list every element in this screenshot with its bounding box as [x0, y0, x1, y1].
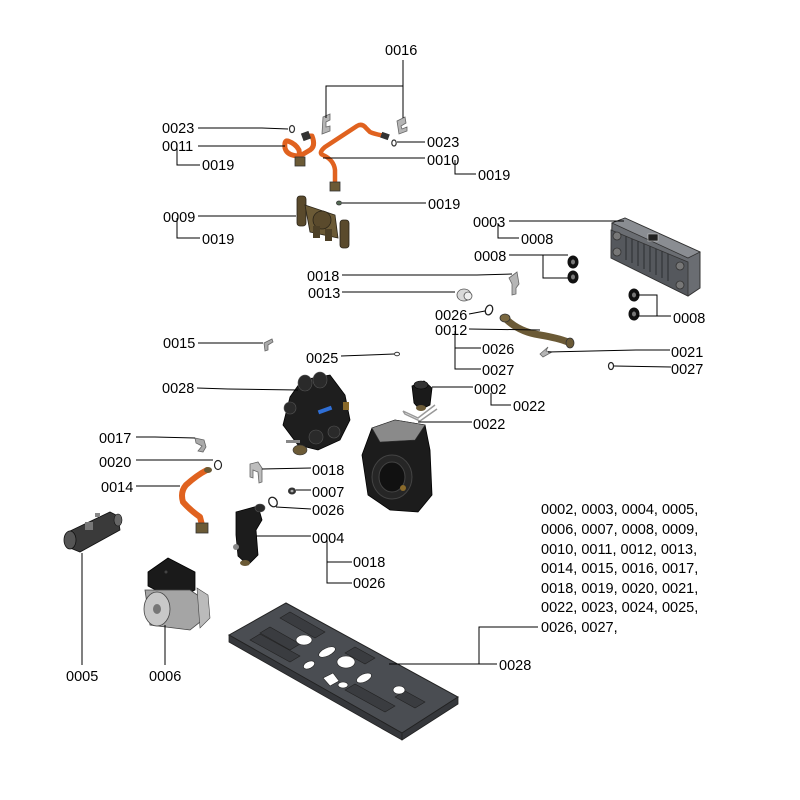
- o-ring-0023-right: [391, 139, 397, 147]
- washer-0007: [288, 487, 296, 495]
- wire-clip-0022: [402, 404, 438, 422]
- callout-labels: 0016 0023 0011 0019 0023 0010 0019 0019 …: [66, 43, 705, 685]
- o-ring-0026-middle: [268, 496, 278, 508]
- o-ring-0027: [607, 361, 615, 371]
- callout-0019[interactable]: 0019: [202, 158, 234, 174]
- callout-0026[interactable]: 0026: [353, 576, 385, 592]
- fitting-0013: [456, 288, 473, 302]
- callout-0011[interactable]: 0011: [162, 139, 193, 155]
- callout-0018[interactable]: 0018: [353, 555, 385, 571]
- pump-housing: [361, 419, 433, 513]
- parts-list-line: 0010, 0011, 0012, 0013,: [541, 542, 697, 558]
- callout-0023[interactable]: 0023: [427, 135, 459, 151]
- clip-0016-right: [396, 116, 408, 135]
- leader-lines: [81, 60, 672, 665]
- washer-0019: [336, 200, 342, 206]
- callout-0021[interactable]: 0021: [671, 345, 703, 361]
- callout-0019[interactable]: 0019: [202, 232, 234, 248]
- parts-list-line: 0018, 0019, 0020, 0021,: [541, 581, 698, 597]
- callout-0022[interactable]: 0022: [473, 417, 505, 433]
- callout-0013[interactable]: 0013: [308, 286, 340, 302]
- callout-0005[interactable]: 0005: [66, 669, 98, 685]
- parts-list-line: 0002, 0003, 0004, 0005,: [541, 502, 698, 518]
- callout-0027[interactable]: 0027: [671, 362, 703, 378]
- callout-0018[interactable]: 0018: [307, 269, 339, 285]
- parts-list-line: 0014, 0015, 0016, 0017,: [541, 561, 698, 577]
- callout-0010[interactable]: 0010: [427, 153, 459, 169]
- callout-0019[interactable]: 0019: [428, 197, 460, 213]
- clip-0018-top: [508, 271, 520, 296]
- callout-0026[interactable]: 0026: [435, 308, 467, 324]
- callout-0008[interactable]: 0008: [521, 232, 553, 248]
- clip-0015: [263, 338, 274, 352]
- fitting-0004: [233, 503, 266, 566]
- parts-list-line: 0022, 0023, 0024, 0025,: [541, 600, 698, 616]
- callout-0027[interactable]: 0027: [482, 363, 514, 379]
- copper-pipe-0010: [318, 122, 390, 192]
- callout-0014[interactable]: 0014: [101, 480, 133, 496]
- o-ring-0023-left: [288, 124, 296, 134]
- callout-0003[interactable]: 0003: [473, 215, 505, 231]
- callout-0028[interactable]: 0028: [162, 381, 194, 397]
- callout-0020[interactable]: 0020: [99, 455, 131, 471]
- plate-heat-exchanger-0003: [610, 217, 701, 297]
- callout-0008[interactable]: 0008: [673, 311, 705, 327]
- parts-list: 0002, 0003, 0004, 0005, 0006, 0007, 0008…: [541, 502, 698, 636]
- callout-0026[interactable]: 0026: [312, 503, 344, 519]
- hydraulic-block-0028: [282, 371, 351, 456]
- callout-0019[interactable]: 0019: [478, 168, 510, 184]
- callout-0002[interactable]: 0002: [474, 382, 506, 398]
- callout-0016[interactable]: 0016: [385, 43, 417, 59]
- callout-0006[interactable]: 0006: [149, 669, 181, 685]
- seals-0008-right: [628, 288, 640, 321]
- copper-pipe-0014: [179, 467, 212, 534]
- callout-0004[interactable]: 0004: [312, 531, 344, 547]
- copper-pipe-0011: [282, 130, 317, 167]
- sensor-valve-0005: [63, 511, 123, 553]
- brass-valve-fitting-0009: [296, 195, 350, 249]
- circulation-pump-0006: [143, 557, 211, 631]
- callout-0008[interactable]: 0008: [474, 249, 506, 265]
- clip-0016-left: [321, 113, 331, 135]
- parts-list-line: 0006, 0007, 0008, 0009,: [541, 522, 698, 538]
- air-vent-0002: [411, 380, 433, 411]
- callout-0028[interactable]: 0028: [499, 658, 531, 674]
- callout-0017[interactable]: 0017: [99, 431, 131, 447]
- callout-0022[interactable]: 0022: [513, 399, 545, 415]
- o-ring-0020: [213, 459, 223, 471]
- callout-0015[interactable]: 0015: [163, 336, 195, 352]
- callout-0009[interactable]: 0009: [163, 210, 195, 226]
- o-ring-0026-top: [484, 304, 494, 316]
- o-ring-0025: [394, 351, 400, 357]
- callout-0007[interactable]: 0007: [312, 485, 344, 501]
- callout-0026[interactable]: 0026: [482, 342, 514, 358]
- callout-0023[interactable]: 0023: [162, 121, 194, 137]
- brass-pipe-0012: [499, 313, 575, 349]
- clip-0018-middle: [249, 461, 263, 484]
- mounting-plate-0028: [227, 602, 459, 741]
- clip-0017: [194, 437, 207, 453]
- parts-list-line: 0026, 0027,: [541, 620, 618, 636]
- callout-0018[interactable]: 0018: [312, 463, 344, 479]
- callout-0012[interactable]: 0012: [435, 323, 467, 339]
- callout-0025[interactable]: 0025: [306, 351, 338, 367]
- seals-0008-middle: [567, 255, 579, 284]
